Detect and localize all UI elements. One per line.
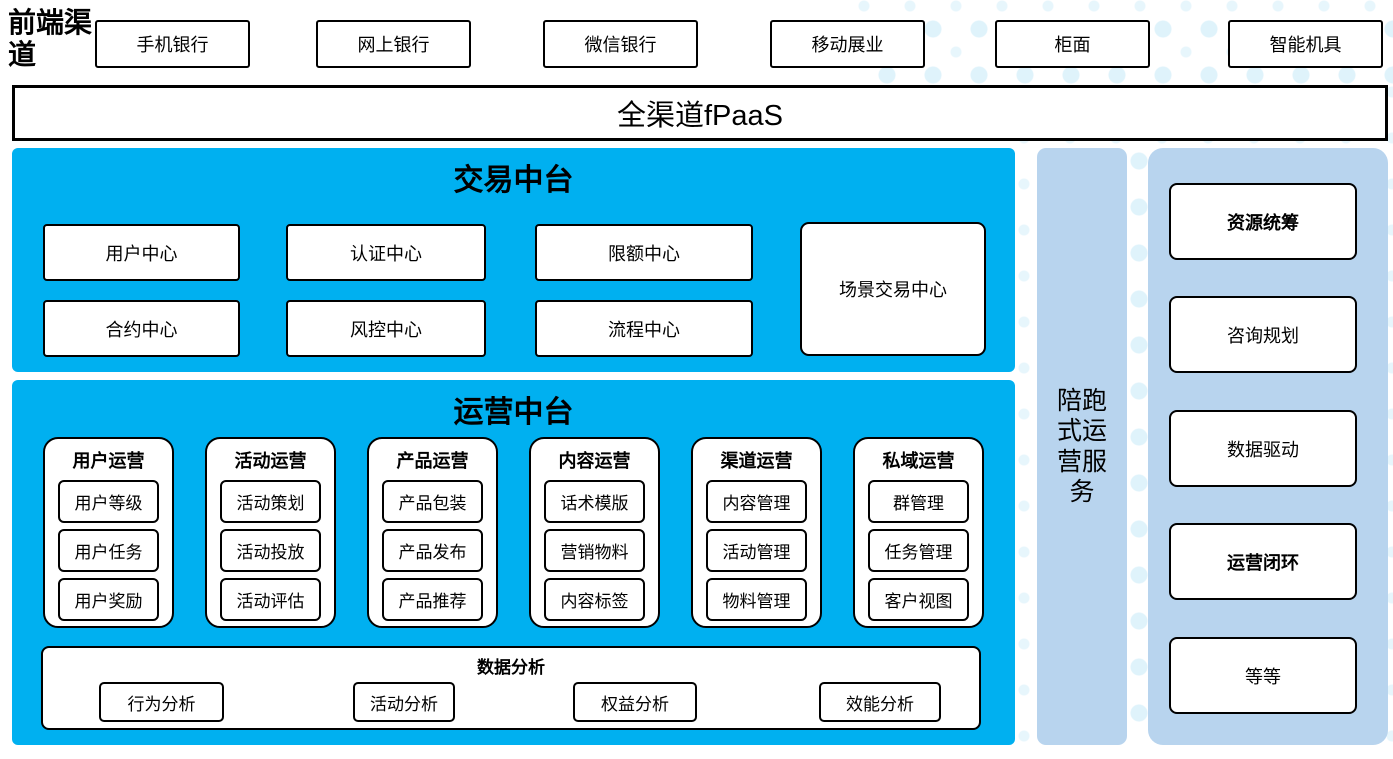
box-user-center: 用户中心 [43,224,240,281]
box-operation-closed-loop: 运营闭环 [1169,523,1357,600]
group-channel-operation: 渠道运营 内容管理 活动管理 物料管理 [691,437,822,628]
group-product-operation: 产品运营 产品包装 产品发布 产品推荐 [367,437,498,628]
box-product-packaging: 产品包装 [382,480,483,523]
group-activity-operation: 活动运营 活动策划 活动投放 活动评估 [205,437,336,628]
box-activity-analysis: 活动分析 [353,682,455,722]
channel-box-mobile-business: 移动展业 [770,20,925,68]
group-title: 活动运营 [234,451,307,471]
transaction-platform-panel: 交易中台 用户中心 认证中心 限额中心 合约中心 风控中心 流程中心 场景交易中… [12,148,1015,372]
channel-box-smart-machine: 智能机具 [1228,20,1383,68]
front-channels-label: 前端渠道 [8,8,93,72]
group-private-domain-operation: 私域运营 群管理 任务管理 客户视图 [853,437,984,628]
channel-box-counter: 柜面 [995,20,1150,68]
box-process-center: 流程中心 [535,300,753,357]
fpaas-bar: 全渠道fPaaS [12,85,1388,141]
group-title: 产品运营 [396,451,469,471]
operation-platform-title: 运营中台 [453,396,574,429]
channel-box-mobile-banking: 手机银行 [95,20,250,68]
group-title: 渠道运营 [720,451,793,471]
box-activity-delivery: 活动投放 [220,529,321,572]
box-activity-evaluation: 活动评估 [220,578,321,621]
accompanying-service-label: 陪跑式运营服务 [1056,386,1107,507]
group-title: 内容运营 [558,451,631,471]
box-content-management: 内容管理 [706,480,807,523]
box-user-level: 用户等级 [58,480,159,523]
box-customer-view: 客户视图 [868,578,969,621]
box-user-reward: 用户奖励 [58,578,159,621]
box-product-release: 产品发布 [382,529,483,572]
box-contract-center: 合约中心 [43,300,240,357]
channel-box-wechat-banking: 微信银行 [543,20,698,68]
box-product-recommend: 产品推荐 [382,578,483,621]
group-title: 私域运营 [882,451,955,471]
box-behavior-analysis: 行为分析 [99,682,224,722]
box-content-tag: 内容标签 [544,578,645,621]
box-etc: 等等 [1169,637,1357,714]
box-group-management: 群管理 [868,480,969,523]
box-consulting-planning: 咨询规划 [1169,296,1357,373]
transaction-platform-title: 交易中台 [453,164,574,197]
box-marketing-material: 营销物料 [544,529,645,572]
box-resource-coordination: 资源统筹 [1169,183,1357,260]
data-analysis-container: 数据分析 行为分析 活动分析 权益分析 效能分析 [41,646,981,730]
group-user-operation: 用户运营 用户等级 用户任务 用户奖励 [43,437,174,628]
box-user-task: 用户任务 [58,529,159,572]
box-data-driven: 数据驱动 [1169,410,1357,487]
data-analysis-title: 数据分析 [477,658,545,677]
box-risk-center: 风控中心 [286,300,486,357]
box-limit-center: 限额中心 [535,224,753,281]
box-activity-management: 活动管理 [706,529,807,572]
group-title: 用户运营 [72,451,145,471]
box-efficiency-analysis: 效能分析 [819,682,941,722]
operation-platform-panel: 运营中台 用户运营 用户等级 用户任务 用户奖励 活动运营 活动策划 活动投放 … [12,380,1015,745]
box-material-management: 物料管理 [706,578,807,621]
box-auth-center: 认证中心 [286,224,486,281]
channel-box-online-banking: 网上银行 [316,20,471,68]
box-activity-planning: 活动策划 [220,480,321,523]
group-content-operation: 内容运营 话术模版 营销物料 内容标签 [529,437,660,628]
service-items-panel: 资源统筹 咨询规划 数据驱动 运营闭环 等等 [1148,148,1388,745]
box-script-template: 话术模版 [544,480,645,523]
box-benefit-analysis: 权益分析 [573,682,697,722]
box-scenario-transaction-center: 场景交易中心 [800,222,986,356]
box-task-management: 任务管理 [868,529,969,572]
accompanying-service-bar: 陪跑式运营服务 [1037,148,1127,745]
